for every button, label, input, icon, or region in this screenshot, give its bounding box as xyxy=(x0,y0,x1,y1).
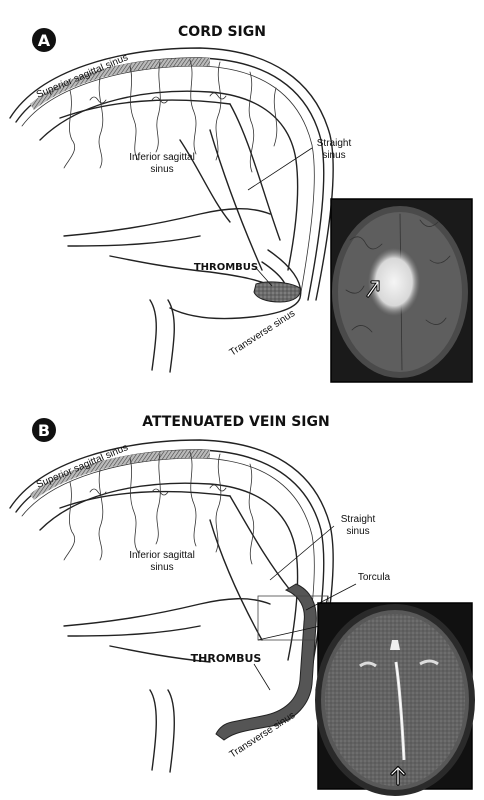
panel-b-label-inferior-sagittal-2: sinus xyxy=(150,562,173,573)
panel-a-label-inferior-sagittal-2: sinus xyxy=(150,164,173,175)
panel-a-label-straight-2: sinus xyxy=(322,150,345,161)
panel-a-thrombus-shape xyxy=(253,281,301,303)
panel-b-superior-sagittal-band xyxy=(30,449,210,500)
panel-b-label-straight-1: Straight xyxy=(341,514,376,525)
panel-a-mri-inset xyxy=(330,198,473,383)
panel-b-torcula-pointer xyxy=(305,583,357,611)
panel-b-label-inferior-sagittal-1: Inferior sagittal xyxy=(129,550,195,561)
panel-b-straight-pointer xyxy=(269,525,335,581)
panel-b: B ATTENUATED VEIN SIGN xyxy=(9,414,475,796)
panel-a-thrombus-pointer xyxy=(255,267,273,287)
panel-a-label-thrombus: THROMBUS xyxy=(194,262,258,273)
panel-a-label-straight-1: Straight xyxy=(317,138,352,149)
panel-b-label-torcula: Torcula xyxy=(358,572,391,583)
panel-a-straight-pointer xyxy=(247,147,313,191)
panel-b-badge xyxy=(32,418,56,442)
panel-a-superior-sagittal-band xyxy=(30,57,210,110)
panel-b-thrombus-pointer xyxy=(253,663,271,691)
panel-b-badge-text: B xyxy=(38,421,50,440)
panel-a-label-superior-sagittal: Superior sagittal sinus xyxy=(35,52,130,101)
panel-b-label-thrombus: THROMBUS xyxy=(191,652,262,665)
panel-b-title: ATTENUATED VEIN SIGN xyxy=(142,414,329,430)
panel-a-brain-illustration xyxy=(9,47,334,373)
panel-a: A CORD SIGN xyxy=(9,24,473,383)
panel-a-badge-text: A xyxy=(38,31,51,50)
panel-a-badge xyxy=(32,28,56,52)
panel-b-brain-illustration xyxy=(9,439,334,773)
panel-b-thrombosed-sinus xyxy=(215,583,317,741)
panel-a-title: CORD SIGN xyxy=(178,24,266,40)
panel-a-label-inferior-sagittal-1: Inferior sagittal xyxy=(129,152,195,163)
panel-b-label-straight-2: sinus xyxy=(346,526,369,537)
panel-b-ct-inset xyxy=(315,602,475,796)
